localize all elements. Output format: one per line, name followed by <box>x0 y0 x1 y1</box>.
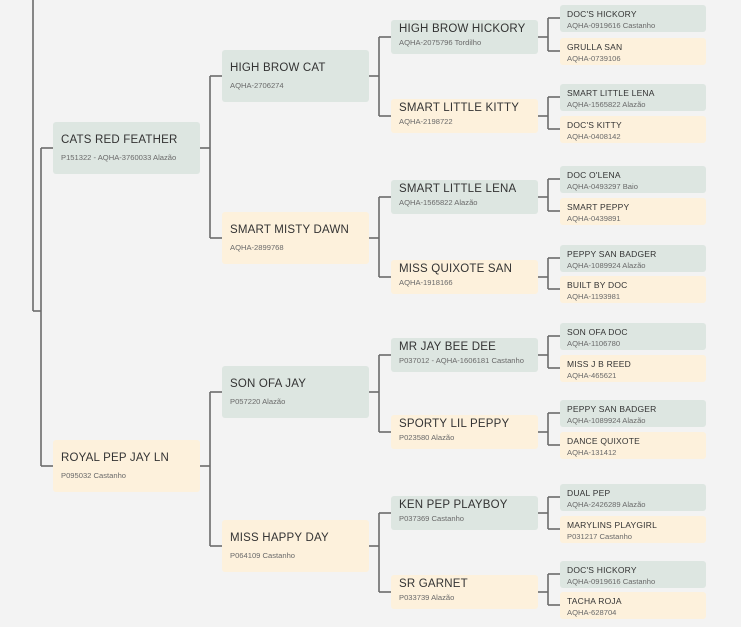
horse-registration-info: P057220 Alazão <box>230 397 286 406</box>
horse-registration-info: P037369 Castanho <box>399 514 465 523</box>
horse-registration-info: P031217 Castanho <box>567 531 633 541</box>
great-grandparent-card[interactable]: SMART LITTLE KITTY AQHA-2198722 <box>391 99 538 133</box>
horse-registration-info: AQHA-1089924 Alazão <box>567 415 646 425</box>
horse-name: DOC'S KITTY <box>567 119 622 130</box>
horse-name: HIGH BROW HICKORY <box>399 23 526 35</box>
horse-registration-info: AQHA-131412 <box>567 447 617 457</box>
horse-registration-info: P033739 Alazão <box>399 593 455 602</box>
great-grandparent-card[interactable]: SMART LITTLE LENA AQHA-1565822 Alazão <box>391 180 538 214</box>
horse-registration-info: AQHA-0439891 <box>567 213 621 223</box>
horse-name: PEPPY SAN BADGER <box>567 248 657 259</box>
horse-registration-info: AQHA-1106780 <box>567 338 621 348</box>
horse-registration-info: AQHA-1565822 Alazão <box>567 99 646 109</box>
grandparent-card[interactable]: MISS HAPPY DAY P064109 Castanho <box>222 520 369 572</box>
horse-name: SMART LITTLE LENA <box>399 183 517 195</box>
horse-name: MR JAY BEE DEE <box>399 341 496 353</box>
horse-name: GRULLA SAN <box>567 41 623 52</box>
parent-card[interactable]: ROYAL PEP JAY LN P095032 Castanho <box>53 440 200 492</box>
horse-name: SMART LITTLE LENA <box>567 87 655 98</box>
horse-registration-info: P095032 Castanho <box>61 471 127 480</box>
horse-registration-info: AQHA-1918166 <box>399 278 453 287</box>
horse-registration-info: AQHA-0919616 Castanho <box>567 576 656 586</box>
horse-registration-info: P037012 - AQHA-1606181 Castanho <box>399 356 524 365</box>
great-grandparent-card[interactable]: KEN PEP PLAYBOY P037369 Castanho <box>391 496 538 530</box>
horse-name: CATS RED FEATHER <box>61 134 178 146</box>
great-grandparent-card[interactable]: MISS QUIXOTE SAN AQHA-1918166 <box>391 260 538 294</box>
horse-name: MARYLINS PLAYGIRL <box>567 519 658 530</box>
horse-name: DOC O'LENA <box>567 169 621 180</box>
horse-name: MISS J B REED <box>567 358 632 369</box>
horse-name: DUAL PEP <box>567 487 611 498</box>
horse-name: SMART PEPPY <box>567 201 630 212</box>
horse-name: SPORTY LIL PEPPY <box>399 418 510 430</box>
horse-name: ROYAL PEP JAY LN <box>61 452 170 464</box>
horse-registration-info: AQHA-1193981 <box>567 291 621 301</box>
grandparent-card[interactable]: HIGH BROW CAT AQHA-2706274 <box>222 50 369 102</box>
horse-registration-info: AQHA-628704 <box>567 607 617 617</box>
horse-name: TACHA ROJA <box>567 595 622 606</box>
horse-name: MISS HAPPY DAY <box>230 532 329 544</box>
great-grandparent-card[interactable]: SR GARNET P033739 Alazão <box>391 575 538 609</box>
horse-name: SON OFA DOC <box>567 326 628 337</box>
horse-registration-info: AQHA-1565822 Alazão <box>399 198 478 207</box>
horse-registration-info: AQHA-2075796 Tordilho <box>399 38 482 47</box>
horse-registration-info: AQHA-1089924 Alazão <box>567 260 646 270</box>
horse-name: SON OFA JAY <box>230 378 307 390</box>
horse-name: KEN PEP PLAYBOY <box>399 499 508 511</box>
grandparent-card[interactable]: SON OFA JAY P057220 Alazão <box>222 366 369 418</box>
horse-registration-info: AQHA-0739106 <box>567 53 621 63</box>
great-grandparent-card[interactable]: HIGH BROW HICKORY AQHA-2075796 Tordilho <box>391 20 538 54</box>
horse-registration-info: AQHA-2198722 <box>399 117 453 126</box>
horse-registration-info: P023580 Alazão <box>399 433 455 442</box>
horse-name: PEPPY SAN BADGER <box>567 403 657 414</box>
horse-name: DOC'S HICKORY <box>567 564 637 575</box>
horse-registration-info: AQHA-2899768 <box>230 243 284 252</box>
great-grandparent-card[interactable]: MR JAY BEE DEE P037012 - AQHA-1606181 Cas… <box>391 338 538 372</box>
horse-registration-info: P064109 Castanho <box>230 551 296 560</box>
horse-registration-info: AQHA-0493297 Baio <box>567 181 638 191</box>
horse-name: SMART LITTLE KITTY <box>399 102 520 114</box>
horse-registration-info: AQHA-0408142 <box>567 131 621 141</box>
horse-registration-info: AQHA-0919616 Castanho <box>567 20 656 30</box>
horse-name: SR GARNET <box>399 578 468 590</box>
grandparent-card[interactable]: SMART MISTY DAWN AQHA-2899768 <box>222 212 369 264</box>
horse-registration-info: AQHA-2706274 <box>230 81 284 90</box>
horse-name: HIGH BROW CAT <box>230 62 326 74</box>
parent-card[interactable]: CATS RED FEATHER P151322 - AQHA-3760033 A… <box>53 122 200 174</box>
horse-name: DANCE QUIXOTE <box>567 435 640 446</box>
horse-registration-info: AQHA-2426289 Alazão <box>567 499 646 509</box>
horse-name: DOC'S HICKORY <box>567 8 637 19</box>
horse-name: MISS QUIXOTE SAN <box>399 263 513 275</box>
horse-name: BUILT BY DOC <box>567 279 628 290</box>
horse-registration-info: P151322 - AQHA-3760033 Alazão <box>61 153 177 162</box>
great-grandparent-card[interactable]: SPORTY LIL PEPPY P023580 Alazão <box>391 415 538 449</box>
horse-name: SMART MISTY DAWN <box>230 224 350 236</box>
horse-registration-info: AQHA-465621 <box>567 370 617 380</box>
